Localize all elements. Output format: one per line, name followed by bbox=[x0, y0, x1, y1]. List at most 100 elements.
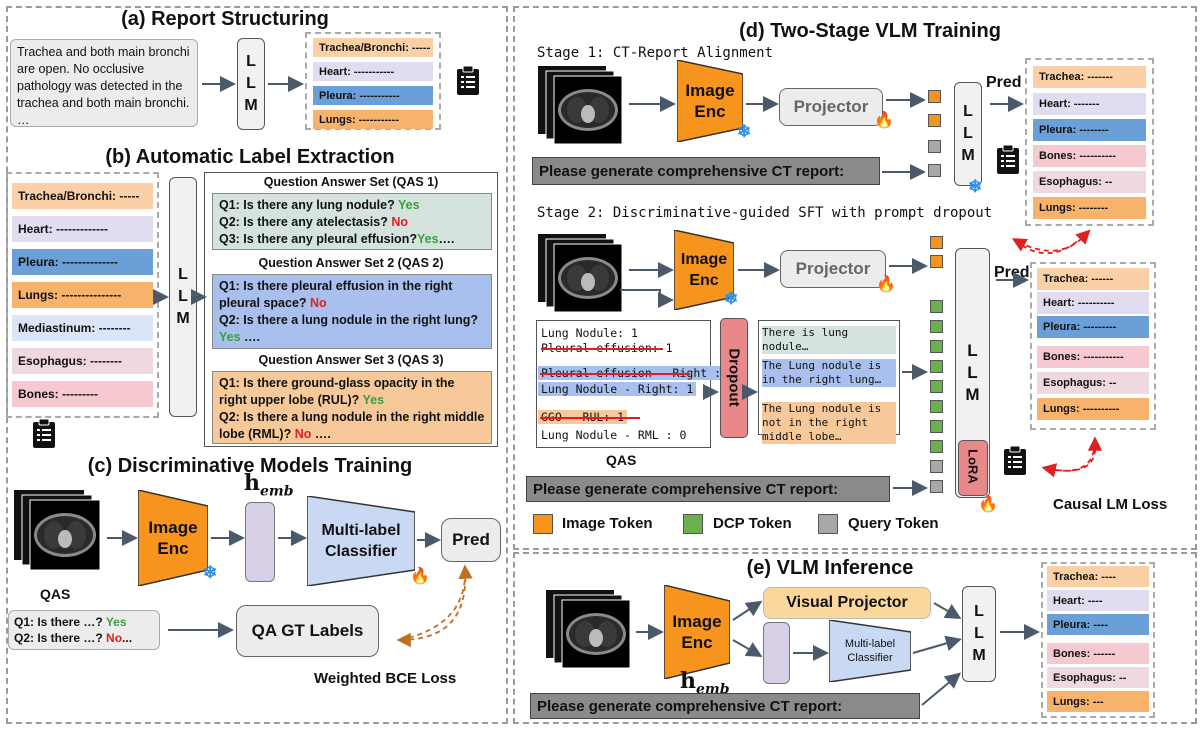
qas-item: Lung Nodule - RML : 0 bbox=[541, 428, 687, 442]
qas3-q2: Q2: Is there a lung nodule in the right … bbox=[219, 410, 485, 441]
label-bones: Bones: ----------- bbox=[1037, 346, 1149, 368]
label-trachea: Trachea/Bronchi: ----- bbox=[12, 183, 153, 209]
weighted-bce-loss: Weighted BCE Loss bbox=[314, 670, 457, 687]
qas-item-dropped: Pleural effusion: 1 bbox=[541, 341, 673, 355]
panel-e-title: (e) VLM Inference bbox=[746, 557, 914, 579]
qas3-title: Question Answer Set 3 (QAS 3) bbox=[258, 353, 444, 367]
label-esophagus: Esophagus: -- bbox=[1037, 372, 1149, 394]
dcp-sentence: The Lung nodule is not in the right midd… bbox=[762, 402, 896, 444]
h-subscript: emb bbox=[260, 483, 294, 500]
strikethrough bbox=[540, 417, 640, 419]
panel-a-title: (a) Report Structuring bbox=[121, 8, 329, 30]
enc-text: Enc bbox=[157, 539, 189, 558]
stage1-label: Stage 1: CT-Report Alignment bbox=[537, 45, 774, 61]
label-heart: Heart: ---- bbox=[1047, 590, 1149, 611]
qas2-title: Question Answer Set 2 (QAS 2) bbox=[258, 256, 444, 270]
pred-label-stage1: Pred bbox=[986, 74, 1022, 91]
label-lungs: Lungs: --- bbox=[1047, 691, 1149, 712]
strikethrough bbox=[541, 348, 663, 350]
ct-scan-icon bbox=[14, 490, 106, 577]
qas1-box: Q1: Is there any lung nodule? Yes Q2: Is… bbox=[212, 193, 492, 250]
answer-no: No bbox=[294, 427, 312, 441]
qa-q2: Q2: Is there …? bbox=[14, 631, 107, 645]
prompt-stage2: Please generate comprehensive CT report: bbox=[526, 476, 890, 502]
qas2-box: Q1: Is there pleural effusion in the rig… bbox=[212, 274, 492, 349]
legend-dcp-token: DCP Token bbox=[713, 515, 792, 532]
enc-text: Image bbox=[680, 251, 728, 268]
h-emb-label: hemb bbox=[244, 470, 294, 499]
panel-d-border bbox=[513, 6, 1197, 550]
answer-no: No bbox=[310, 296, 327, 310]
query-token bbox=[928, 164, 941, 177]
label-mediastinum: Mediastinum: -------- bbox=[12, 315, 153, 341]
llm-letter: M bbox=[961, 147, 975, 164]
structured-report-inference bbox=[1041, 562, 1155, 718]
qa-gt-labels: QA GT Labels bbox=[236, 605, 379, 657]
answer-yes: Yes bbox=[397, 198, 420, 212]
dcp-token bbox=[930, 360, 943, 373]
panel-b-title: (b) Automatic Label Extraction bbox=[105, 146, 395, 168]
classifier-text: Multi-label bbox=[844, 638, 896, 650]
llm-letter: L bbox=[246, 75, 256, 92]
dcp-token bbox=[930, 440, 943, 453]
answer-yes: Yes bbox=[416, 232, 439, 246]
panel-e-border bbox=[513, 552, 1197, 724]
fire-icon: 🔥 bbox=[874, 112, 894, 129]
qas-item: Lung Nodule: 1 bbox=[541, 326, 638, 340]
label-pleura: Pleura: --------- bbox=[1037, 316, 1149, 338]
llm-letter: L bbox=[967, 363, 978, 382]
query-token bbox=[930, 460, 943, 473]
llm-letter: L bbox=[246, 53, 256, 70]
llm-block-inference: L L M bbox=[962, 586, 996, 682]
clipboard-icon bbox=[32, 418, 56, 454]
legend-query-token-swatch bbox=[818, 514, 838, 534]
qas-label-d: QAS bbox=[606, 452, 637, 468]
label-trachea: Trachea: ------ bbox=[1037, 268, 1149, 290]
answer-yes: Yes bbox=[219, 330, 241, 344]
qas2-q1: Q1: Is there pleural effusion in the rig… bbox=[219, 279, 453, 310]
image-token bbox=[930, 255, 943, 268]
report-text: Trachea and both main bronchi are open. … bbox=[10, 39, 198, 127]
fire-icon: 🔥 bbox=[876, 276, 896, 293]
strikethrough bbox=[540, 373, 690, 375]
qas-container bbox=[204, 172, 498, 447]
legend-image-token: Image Token bbox=[562, 515, 653, 532]
dcp-sentence: The Lung nodule is in the right lung… bbox=[762, 359, 896, 387]
dropout-block bbox=[720, 318, 748, 438]
label-esophagus: Esophagus: -------- bbox=[12, 348, 153, 374]
fire-icon: 🔥 bbox=[978, 496, 998, 513]
ellipsis: …. bbox=[438, 232, 455, 246]
snowflake-icon: ❄ bbox=[203, 563, 218, 582]
enc-text: Enc bbox=[681, 633, 713, 652]
label-lungs: Lungs: --------------- bbox=[12, 282, 153, 308]
label-lungs: Lungs: ---------- bbox=[1037, 398, 1149, 420]
llm-letter: M bbox=[972, 647, 986, 664]
image-token bbox=[928, 90, 941, 103]
fire-icon: 🔥 bbox=[410, 568, 430, 585]
image-token bbox=[930, 236, 943, 249]
ct-scan-icon bbox=[538, 234, 628, 321]
label-lungs: Lungs: -------- bbox=[1033, 197, 1146, 219]
llm-letter: L bbox=[178, 288, 188, 305]
dcp-token bbox=[930, 320, 943, 333]
llm-letter: L bbox=[967, 341, 978, 360]
snowflake-icon: ❄ bbox=[968, 177, 983, 196]
legend-dcp-token-swatch bbox=[683, 514, 703, 534]
label-esophagus: Esophagus: -- bbox=[1047, 667, 1149, 688]
ellipsis: ... bbox=[122, 631, 133, 645]
enc-text: Enc bbox=[689, 272, 719, 289]
qas1-q2: Q2: Is there any atelectasis? bbox=[219, 215, 392, 229]
query-token bbox=[930, 480, 943, 493]
enc-text: Image bbox=[685, 81, 735, 100]
llm-letter: L bbox=[963, 125, 973, 142]
clipboard-icon bbox=[456, 65, 480, 101]
panel-c-title: (c) Discriminative Models Training bbox=[87, 455, 413, 477]
label-heart: Heart: ------- bbox=[1033, 93, 1146, 115]
label-pleura: Pleura: ---- bbox=[1047, 614, 1149, 635]
projector-stage1: Projector bbox=[779, 88, 883, 126]
llm-letter: L bbox=[963, 103, 973, 120]
